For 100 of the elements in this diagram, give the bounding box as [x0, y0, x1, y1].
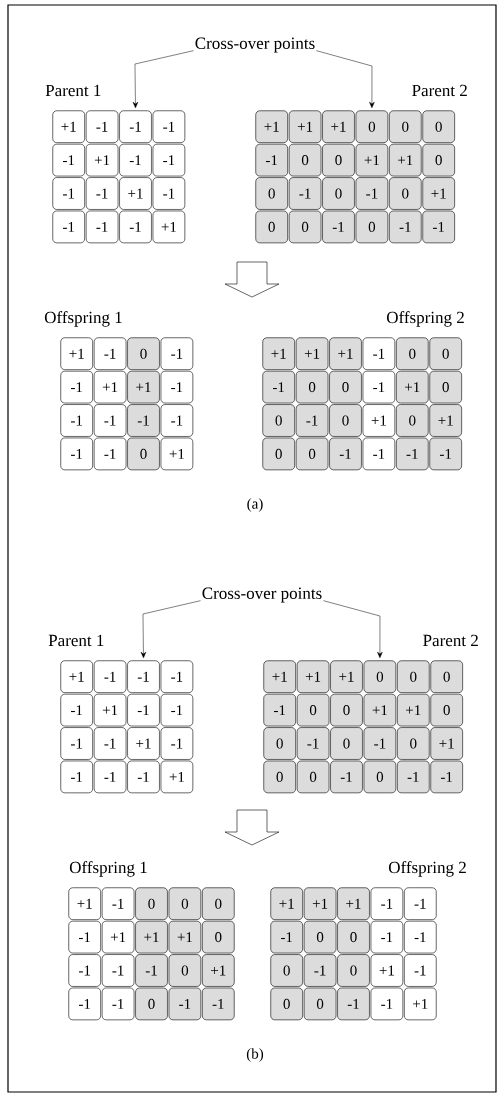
callout-text: Cross-over points [202, 587, 322, 603]
matrix-cell: -1 [288, 177, 322, 210]
matrix-heading: Parent 1 [48, 634, 104, 647]
matrix-cell: +1 [60, 337, 93, 370]
matrix-cell: -1 [370, 920, 404, 954]
matrix-cell: 0 [303, 987, 337, 1021]
matrix-cell: -1 [93, 727, 127, 760]
matrix-cell: 0 [262, 437, 295, 471]
matrix-heading: Offspring 1 [69, 861, 147, 877]
matrix-cell: +1 [296, 660, 330, 693]
matrix-cell: -1 [60, 693, 93, 727]
matrix-cell: +1 [119, 177, 152, 210]
leader-arrow [140, 600, 201, 659]
matrix-cell: -1 [52, 177, 85, 210]
matrix-cell: -1 [362, 337, 396, 370]
matrix-cell: 0 [363, 760, 397, 794]
matrix-cell: 0 [168, 887, 202, 920]
matrix-cell: -1 [160, 660, 194, 693]
matrix-heading: Parent 1 [45, 84, 101, 97]
matrix-cell: -1 [93, 337, 127, 370]
matrix-cell: 0 [270, 954, 303, 987]
matrix-cell: 0 [296, 693, 330, 727]
matrix-cell: -1 [101, 987, 135, 1021]
matrix-cell: +1 [93, 693, 127, 727]
matrix-cell: -1 [119, 143, 152, 177]
matrix-cell: +1 [329, 337, 362, 370]
matrix-cell: -1 [85, 177, 119, 210]
matrix-cell: +1 [429, 404, 462, 437]
matrix-cell: -1 [93, 437, 127, 471]
matrix-cell: +1 [160, 437, 194, 471]
matrix-cell: +1 [202, 954, 235, 987]
matrix-cell: 0 [263, 727, 296, 760]
matrix-cell: 0 [355, 110, 389, 143]
matrix-cell: 0 [202, 887, 235, 920]
matrix-cell: -1 [255, 143, 288, 177]
matrix-cell: -1 [429, 437, 462, 471]
matrix-cell: -1 [363, 727, 397, 760]
matrix-cell: +1 [303, 887, 337, 920]
matrix-cell: -1 [404, 887, 437, 920]
matrix-cell: 0 [127, 437, 160, 471]
matrix-cell: -1 [202, 987, 235, 1021]
matrix-cell: 0 [135, 887, 168, 920]
matrix-cell: -1 [160, 727, 194, 760]
matrix-cell: 0 [255, 177, 288, 210]
matrix-cell: +1 [288, 110, 322, 143]
matrix-cell: -1 [396, 437, 429, 471]
matrix-cell: 0 [295, 370, 329, 404]
matrix-cell: -1 [322, 210, 355, 244]
matrix-cell: 0 [396, 337, 429, 370]
matrix-cell: +1 [255, 110, 288, 143]
matrix-cell: -1 [119, 110, 152, 143]
matrix-cell: -1 [160, 337, 194, 370]
matrix-cell: 0 [303, 920, 337, 954]
matrix-cell: 0 [288, 143, 322, 177]
matrix-cell: -1 [68, 987, 101, 1021]
matrix-cell: +1 [93, 370, 127, 404]
matrix-cell: -1 [119, 210, 152, 244]
matrix-cell: -1 [152, 143, 186, 177]
matrix-cell: 0 [262, 404, 295, 437]
matrix-cell: +1 [270, 887, 303, 920]
matrix-cell: -1 [152, 177, 186, 210]
matrix-cell: +1 [160, 760, 194, 794]
matrix-cell: +1 [370, 954, 404, 987]
matrix-cell: -1 [330, 760, 363, 794]
matrix-cell: -1 [60, 370, 93, 404]
matrix-cell: -1 [68, 954, 101, 987]
matrix-cell: -1 [262, 370, 295, 404]
matrix-cell: +1 [60, 660, 93, 693]
matrix-cell: -1 [60, 727, 93, 760]
matrix-cell: +1 [337, 887, 370, 920]
matrix-cell: 0 [396, 404, 429, 437]
matrix-cell: 0 [322, 143, 355, 177]
matrix-cell: -1 [93, 404, 127, 437]
matrix-cell: 0 [397, 660, 430, 693]
matrix-cell: -1 [270, 920, 303, 954]
matrix-cell: -1 [160, 693, 194, 727]
matrix-cell: -1 [355, 177, 389, 210]
matrix-cell: 0 [330, 727, 363, 760]
matrix-cell: +1 [68, 887, 101, 920]
matrix-cell: 0 [430, 660, 463, 693]
matrix-cell: -1 [404, 920, 437, 954]
matrix-cell: -1 [160, 370, 194, 404]
matrix-cell: +1 [430, 727, 463, 760]
matrix-cell: +1 [396, 370, 429, 404]
matrix-cell: +1 [85, 143, 119, 177]
matrix-cell: 0 [397, 727, 430, 760]
matrix-cell: 0 [296, 760, 330, 794]
matrix-cell: 0 [389, 177, 422, 210]
matrix-cell: 0 [263, 760, 296, 794]
matrix-cell: 0 [363, 660, 397, 693]
matrix-cell: 0 [429, 370, 462, 404]
leader-arrow [316, 50, 375, 109]
matrix-heading: Offspring 2 [386, 311, 464, 327]
matrix-cell: +1 [363, 693, 397, 727]
matrix-cell: 0 [270, 987, 303, 1021]
matrix-cell: 0 [135, 987, 168, 1021]
matrix-cell: 0 [329, 370, 362, 404]
matrix-cell: -1 [295, 404, 329, 437]
matrix-cell: -1 [85, 210, 119, 244]
matrix-cell: -1 [60, 760, 93, 794]
